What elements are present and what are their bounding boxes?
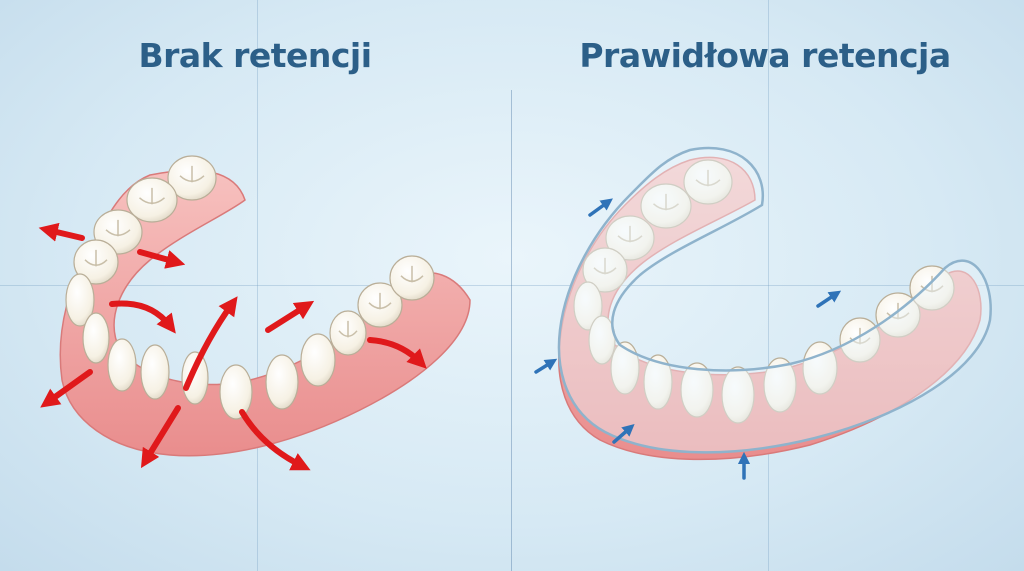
arrow xyxy=(536,362,552,372)
arrow xyxy=(112,303,170,326)
tooth xyxy=(220,365,252,419)
tooth xyxy=(182,352,208,404)
tooth xyxy=(83,313,109,363)
tooth xyxy=(266,355,298,409)
tooth xyxy=(108,339,136,391)
arrow xyxy=(48,230,82,238)
tooth xyxy=(141,345,169,399)
arrow xyxy=(590,202,608,215)
arrow xyxy=(268,306,306,330)
tooth xyxy=(301,334,335,386)
arrow xyxy=(818,294,836,306)
clear-aligner xyxy=(559,148,991,452)
